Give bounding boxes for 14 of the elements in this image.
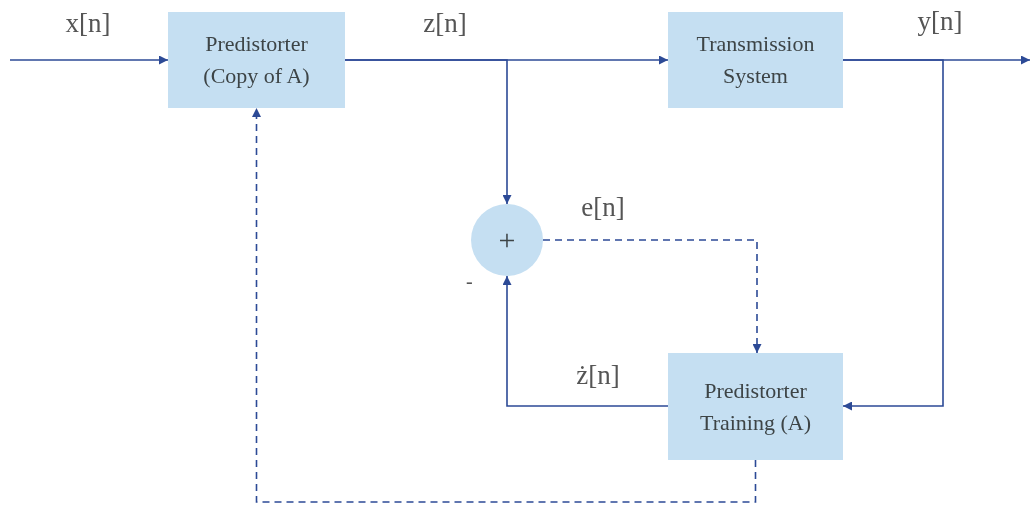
arrow <box>502 275 669 407</box>
block-label: + <box>497 222 517 259</box>
arrow <box>842 59 944 411</box>
arrow <box>344 59 512 205</box>
block-label: Transmission System <box>695 30 816 90</box>
block-label: Predistorter Training (A) <box>699 376 812 437</box>
block-label: Predistorter (Copy of A) <box>202 30 311 90</box>
process-box <box>668 12 843 108</box>
process-box <box>168 12 345 108</box>
arrow <box>252 107 757 503</box>
process-box <box>668 353 843 460</box>
arrow <box>542 239 762 354</box>
sign-label: - <box>466 270 473 293</box>
arrow <box>9 55 169 65</box>
